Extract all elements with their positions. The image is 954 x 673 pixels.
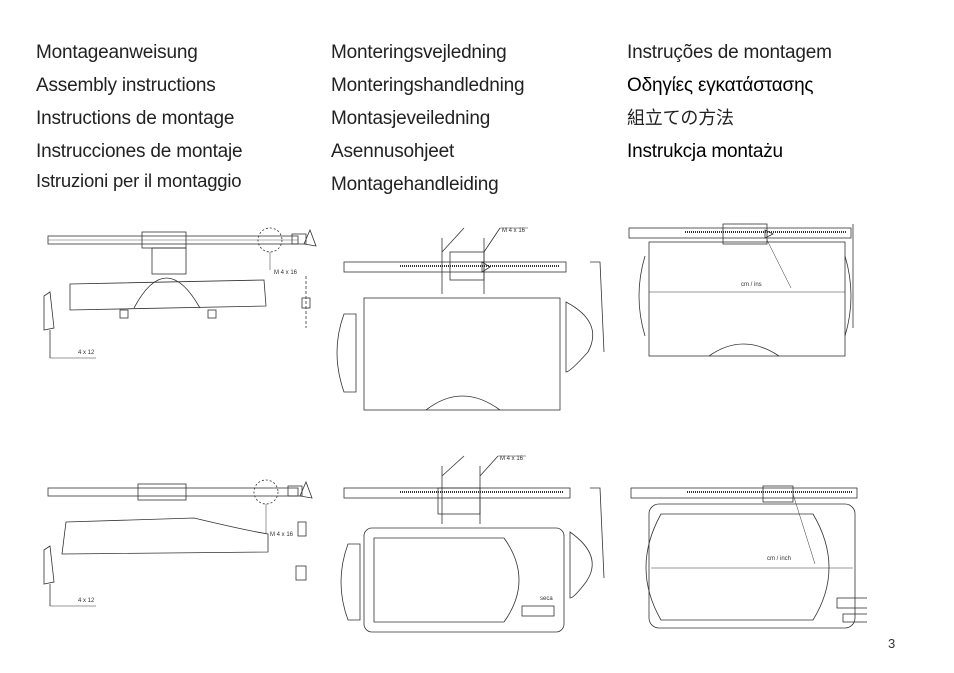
fig1-bracket-screw-label: 4 x 12 — [78, 350, 95, 356]
figure-side-view-bottom: M 4 x 16 4 x 12 — [34, 474, 324, 616]
title-french: Instructions de montage — [36, 108, 235, 129]
fig5-brand-label: seca — [540, 596, 553, 602]
title-italian: Istruzioni per il montaggio — [36, 170, 242, 191]
title-japanese: 組立ての方法 — [627, 108, 734, 129]
title-polish: Instrukcja montażu — [627, 141, 783, 162]
title-english: Assembly instructions — [36, 75, 216, 96]
title-greek: Οδηγίες εγκατάστασης — [627, 75, 814, 96]
fig4-screw-label: M 4 x 16 — [270, 532, 294, 538]
title-spanish: Instrucciones de montaje — [36, 141, 243, 162]
fig6-unit-label: cm / inch — [767, 556, 791, 562]
title-portuguese: Instruções de montagem — [627, 42, 832, 63]
fig5-screw-label: M 4 x 16 — [500, 456, 524, 462]
title-finnish: Asennusohjeet — [331, 141, 455, 162]
title-german: Montageanweisung — [36, 42, 198, 63]
title-swedish: Monteringshandledning — [331, 75, 525, 96]
figure-top-view-4: cm / inch — [627, 484, 867, 634]
figure-side-view-top: M 4 x 16 4 x 12 — [34, 218, 324, 368]
title-danish: Monteringsvejledning — [331, 42, 507, 63]
title-norwegian: Montasjeveiledning — [331, 108, 491, 129]
figure-top-view-3: M 4 x 16 seca — [334, 452, 614, 636]
title-column-3: Instruções de montagem Οδηγίες εγκατάστα… — [627, 36, 832, 168]
title-dutch: Montagehandleiding — [331, 174, 499, 195]
fig1-screw-label: M 4 x 16 — [274, 270, 298, 276]
fig3-unit-label: cm / ins — [741, 282, 762, 288]
figure-top-view-1: M 4 x 16 — [334, 222, 614, 414]
page-number: 3 — [888, 636, 896, 651]
fig2-screw-label: M 4 x 16 — [502, 228, 526, 234]
fig4-bracket-screw-label: 4 x 12 — [78, 598, 95, 604]
title-column-2: Monteringsvejledning Monteringshandledni… — [331, 36, 525, 201]
figure-top-view-2: cm / ins — [627, 216, 867, 361]
title-column-1: Montageanweisung Assembly instructions I… — [36, 36, 243, 194]
